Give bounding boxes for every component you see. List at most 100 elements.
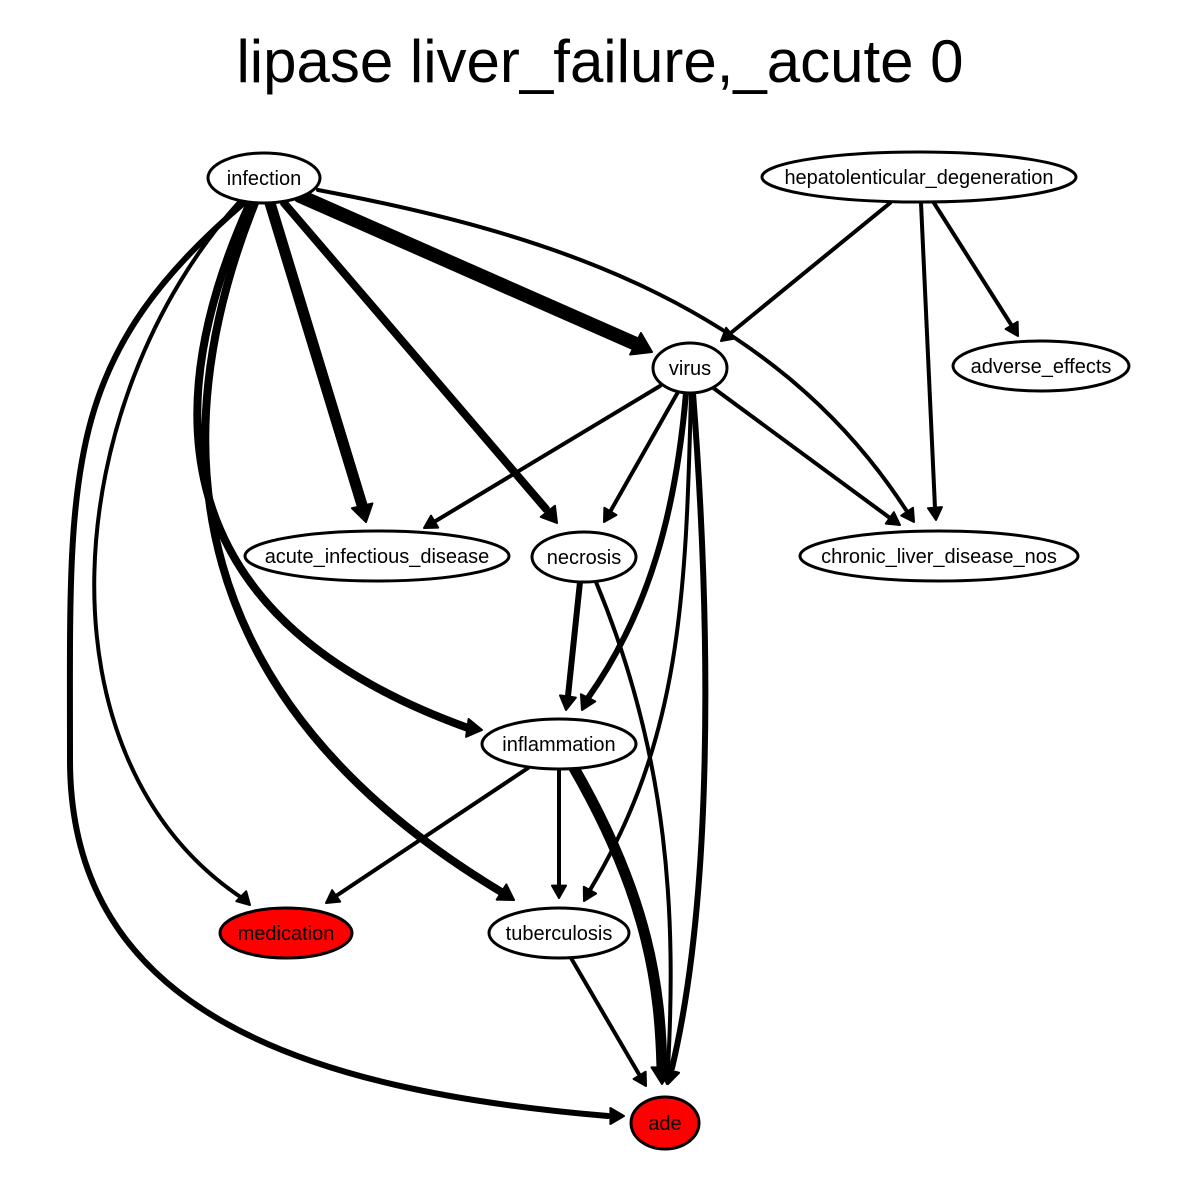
edge-arrowhead — [579, 693, 597, 711]
node-ade[interactable]: ade — [629, 1095, 701, 1151]
node-chronic_liver_disease_nos[interactable]: chronic_liver_disease_nos — [798, 529, 1080, 583]
node-ellipse — [629, 1095, 701, 1151]
edge-arrowhead — [559, 694, 577, 711]
edge-tuberculosis-to-ade — [569, 956, 647, 1087]
node-label: adverse_effects — [971, 356, 1112, 378]
node-ellipse — [218, 906, 354, 960]
edge-arrowhead — [632, 1070, 647, 1087]
node-label: chronic_liver_disease_nos — [821, 546, 1057, 568]
node-label: acute_infectious_disease — [265, 546, 490, 568]
edge-arrowhead — [582, 885, 598, 902]
edge-line — [585, 390, 689, 701]
edge-virus-to-necrosis — [603, 390, 680, 523]
node-label: virus — [669, 358, 711, 380]
node-ellipse — [530, 530, 638, 584]
node-acute_infectious_disease[interactable]: acute_infectious_disease — [243, 529, 511, 583]
edge-hepatolenticular_degeneration-to-virus — [720, 201, 892, 342]
edge-infection-to-inflammation — [193, 199, 483, 738]
node-ellipse — [951, 339, 1131, 393]
node-label: infection — [227, 168, 302, 190]
edge-line — [432, 384, 662, 524]
node-ellipse — [243, 529, 511, 583]
node-ellipse — [760, 150, 1078, 204]
edge-line — [280, 199, 550, 513]
edge-infection-to-chronic_liver_disease_nos — [316, 188, 915, 523]
node-adverse_effects[interactable]: adverse_effects — [951, 339, 1131, 393]
edge-virus-to-acute_infectious_disease — [423, 384, 662, 529]
edge-line — [334, 766, 530, 898]
node-label: medication — [238, 923, 335, 945]
edge-line — [264, 197, 368, 511]
edge-line — [568, 762, 668, 1074]
node-label: tuberculosis — [506, 923, 613, 945]
edge-arrowhead — [900, 506, 915, 523]
edge-arrowhead — [629, 332, 653, 356]
edge-line — [594, 580, 673, 1070]
edge-arrowhead — [603, 506, 618, 523]
edge-line — [608, 390, 680, 514]
edge-arrowhead — [423, 514, 440, 529]
edge-arrowhead — [609, 1107, 625, 1125]
edge-arrowhead — [235, 890, 251, 906]
node-inflammation[interactable]: inflammation — [480, 717, 638, 771]
edge-virus-to-chronic_liver_disease_nos — [710, 385, 901, 526]
edge-line — [669, 390, 709, 1071]
edge-infection-to-virus — [293, 189, 653, 356]
node-hepatolenticular_degeneration[interactable]: hepatolenticular_degeneration — [760, 150, 1078, 204]
diagram-title: lipase liver_failure,_acute 0 — [236, 28, 963, 95]
node-ellipse — [206, 151, 322, 205]
edge-line — [316, 188, 908, 512]
edge-infection-to-medication — [92, 199, 251, 906]
node-label: ade — [648, 1113, 681, 1135]
edge-arrowhead — [495, 883, 515, 901]
edge-line — [710, 385, 892, 520]
node-ellipse — [798, 529, 1080, 583]
edge-infection-to-tuberculosis — [201, 199, 515, 901]
edge-arrowhead — [350, 502, 374, 523]
edge-arrowhead — [325, 889, 342, 904]
edge-arrowhead — [720, 326, 737, 342]
edge-line — [293, 189, 643, 351]
edge-inflammation-to-medication — [325, 766, 530, 904]
node-medication[interactable]: medication — [218, 906, 354, 960]
edge-line — [730, 201, 892, 334]
edge-arrowhead — [1004, 320, 1019, 337]
edge-arrowhead — [884, 511, 901, 526]
edge-line — [66, 199, 611, 1119]
edge-arrowhead — [926, 506, 943, 521]
edge-line — [919, 201, 937, 510]
edge-arrowhead — [465, 717, 483, 738]
edges-layer — [66, 188, 1019, 1125]
edge-inflammation-to-tuberculosis — [551, 767, 567, 899]
node-ellipse — [480, 717, 638, 771]
edge-hepatolenticular_degeneration-to-adverse_effects — [932, 201, 1019, 337]
edge-infection-to-acute_infectious_disease — [264, 197, 374, 523]
edge-virus-to-tuberculosis — [582, 391, 693, 902]
edge-infection-to-necrosis — [280, 199, 558, 524]
edge-arrowhead — [539, 504, 558, 524]
edge-line — [201, 199, 507, 897]
node-ellipse — [487, 906, 631, 960]
edge-inflammation-to-ade — [568, 762, 674, 1085]
edge-arrowhead — [551, 884, 567, 899]
edge-arrowhead — [650, 1066, 674, 1085]
edge-line — [569, 956, 642, 1078]
edge-virus-to-inflammation — [579, 390, 689, 711]
edge-line — [565, 579, 583, 699]
nodes-layer: infection hepatolenticular_degenerationvi… — [206, 150, 1131, 1151]
node-virus[interactable]: virus — [651, 341, 729, 395]
edge-hepatolenticular_degeneration-to-chronic_liver_disease_nos — [919, 201, 943, 521]
node-ellipse — [651, 341, 729, 395]
edge-necrosis-to-inflammation — [559, 579, 583, 711]
node-label: hepatolenticular_degeneration — [784, 167, 1053, 189]
node-infection[interactable]: infection — [206, 151, 322, 205]
node-label: inflammation — [502, 734, 615, 756]
node-label: necrosis — [547, 547, 621, 569]
node-tuberculosis[interactable]: tuberculosis — [487, 906, 631, 960]
edge-line — [193, 199, 472, 732]
edge-line — [588, 391, 693, 892]
node-necrosis[interactable]: necrosis — [530, 530, 638, 584]
edge-infection-to-ade — [66, 199, 625, 1125]
edge-line — [932, 201, 1014, 328]
